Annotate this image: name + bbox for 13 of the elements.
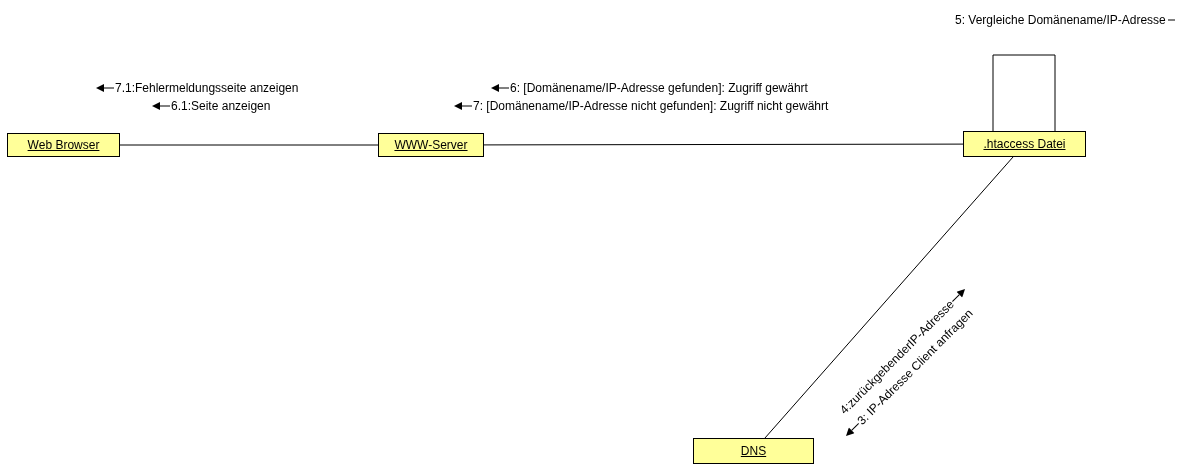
message-label: 6.1:Seite anzeigen xyxy=(171,99,271,113)
object-box: WWW-Server xyxy=(378,133,484,157)
object-box: DNS xyxy=(693,438,814,464)
link-line xyxy=(119,144,379,146)
object-box: Web Browser xyxy=(7,133,120,157)
object-box: .htaccess Datei xyxy=(963,131,1086,157)
link-line xyxy=(764,156,1014,439)
link-line xyxy=(483,143,964,146)
message-label: 7.1:Fehlermeldungsseite anzeigen xyxy=(115,81,299,95)
message-label: 7: [Domänename/IP-Adresse nicht gefunden]: Zugriff nicht gewährt xyxy=(473,99,829,113)
self-link xyxy=(992,54,1056,132)
message-label: 6: [Domänename/IP-Adresse gefunden]: Zugriff gewährt xyxy=(510,81,808,95)
message-label: 5: Vergleiche Domänename/IP-Adresse xyxy=(955,13,1166,27)
